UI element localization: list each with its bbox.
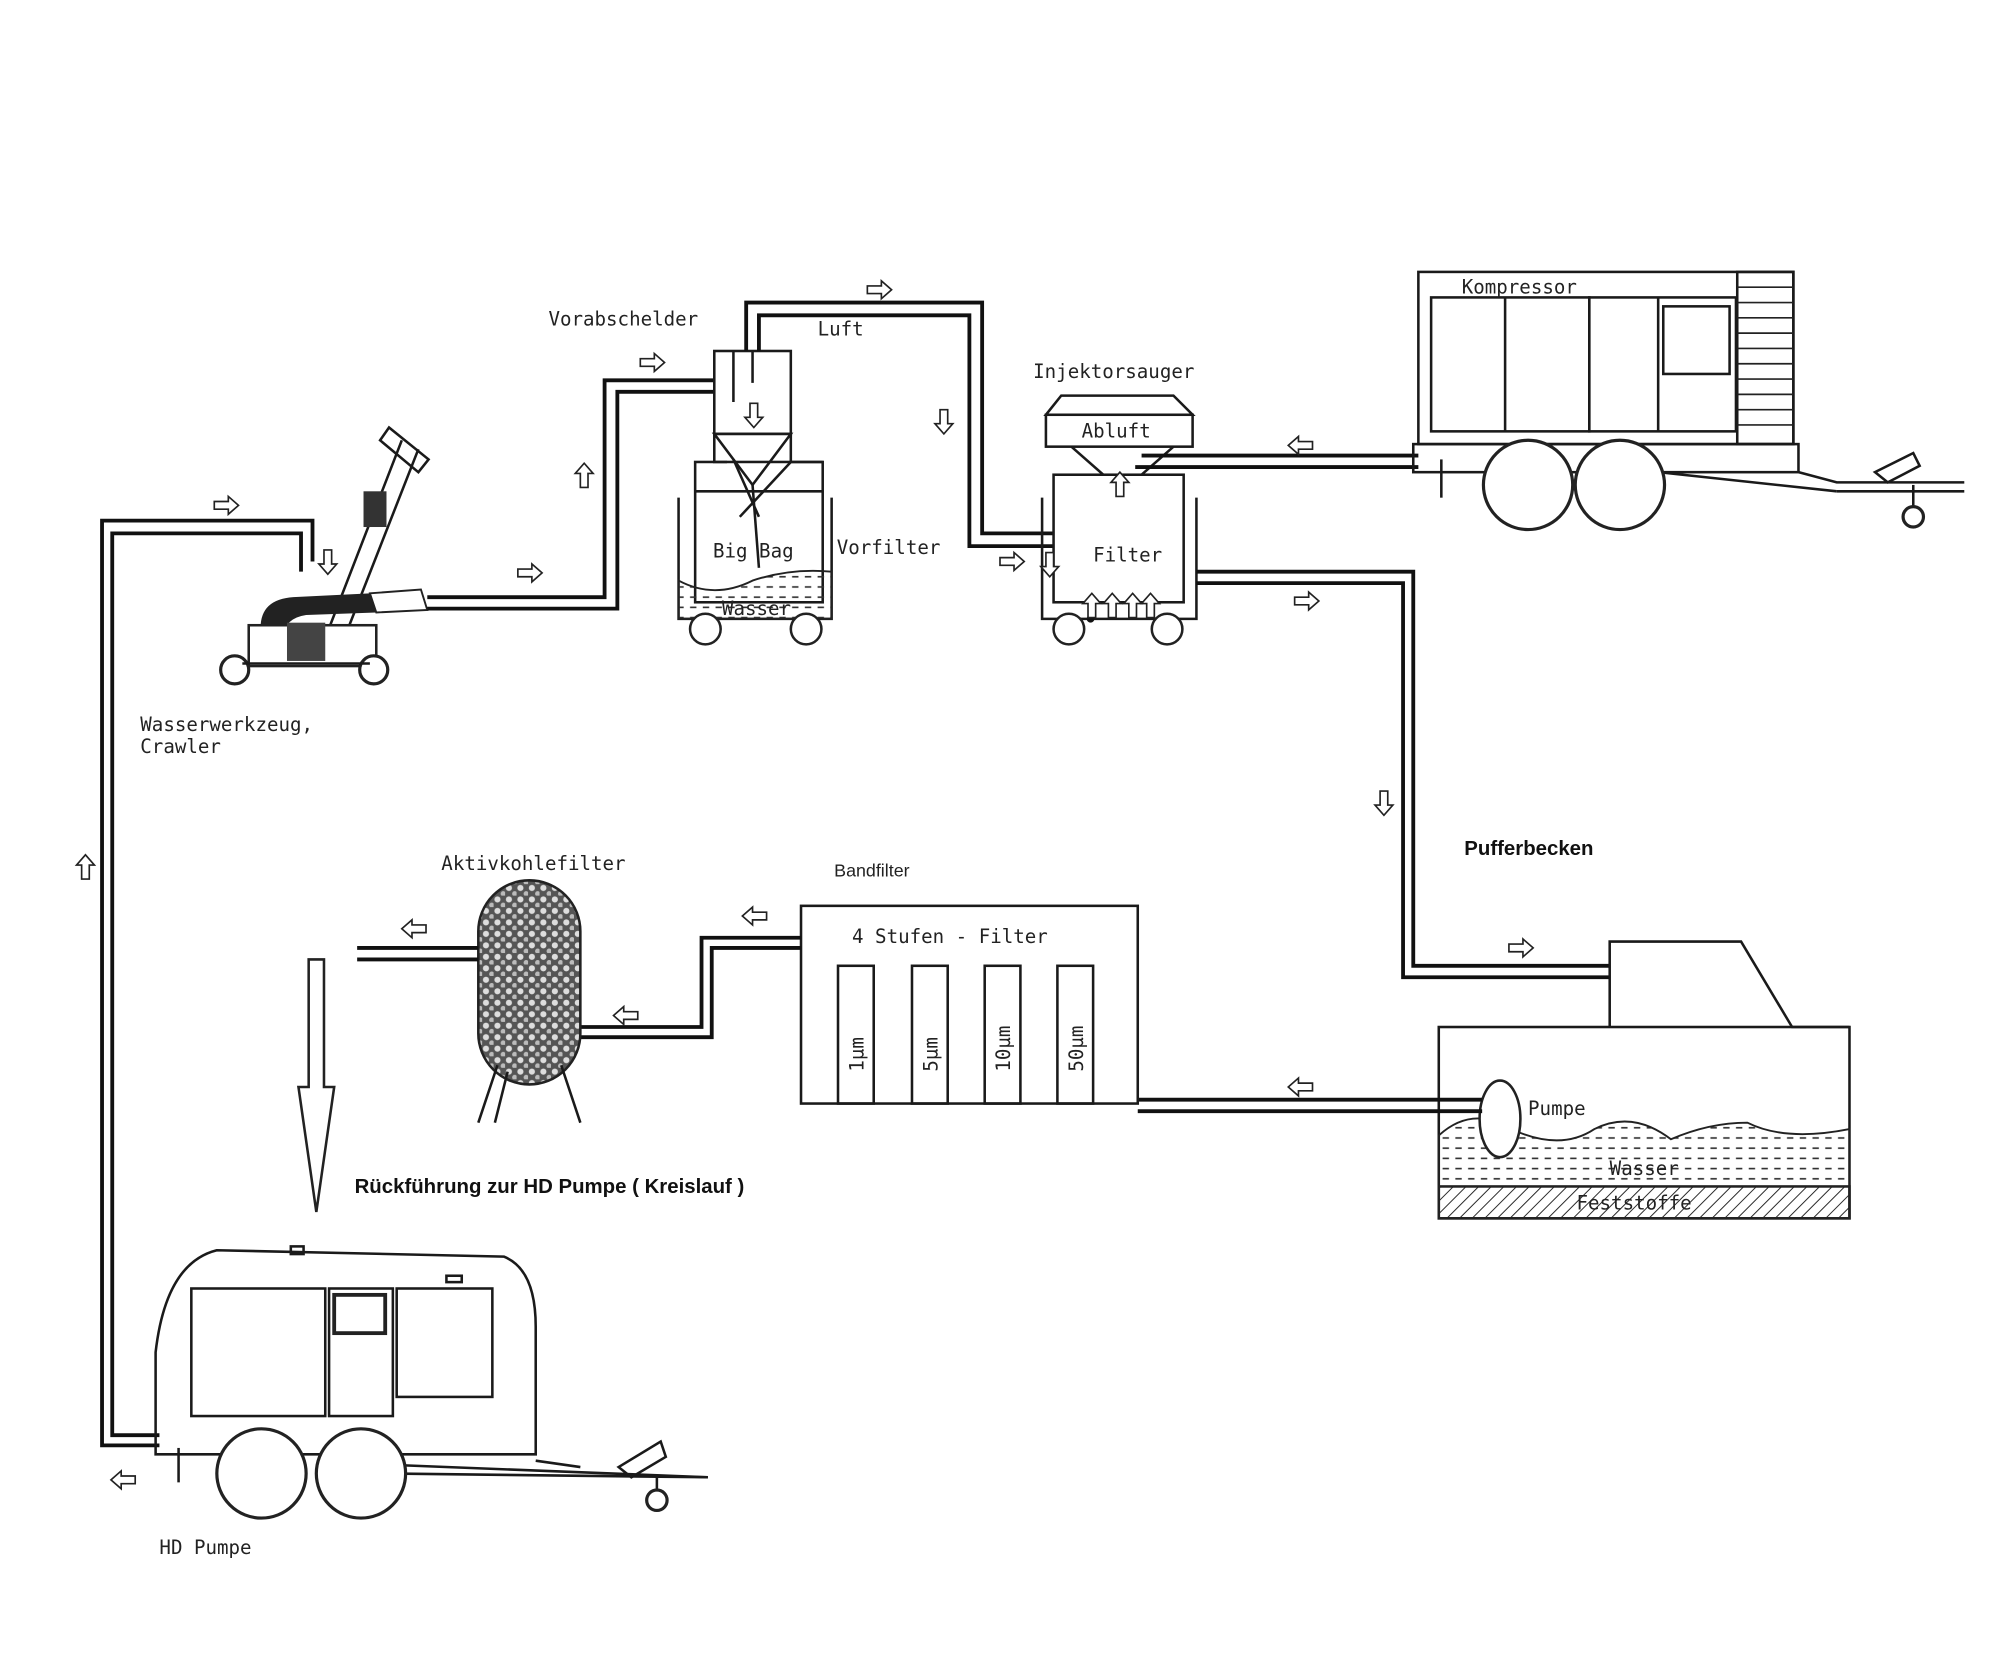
label-bandfilter: Bandfilter [834, 861, 909, 881]
pipe-air [744, 300, 1054, 549]
arrow-up-icon [1082, 592, 1102, 619]
label-filter: Filter [1093, 543, 1162, 566]
vorabscheider [677, 349, 833, 646]
arrow-up-icon [1102, 592, 1123, 619]
pump-icon [1478, 1079, 1522, 1159]
arrow-up-icon [75, 853, 96, 880]
pipe-filter-to-buffer [1196, 569, 1610, 980]
label-stufen-filter: 4 Stufen - Filter [852, 925, 1048, 948]
label-vorfilter: Vorfilter [837, 536, 941, 559]
arrow-down-icon [934, 408, 954, 435]
label-injektorsauger: Injektorsauger [1033, 360, 1194, 383]
activated-carbon-filter [477, 879, 582, 1124]
label-micron-5: 5µm [920, 1037, 943, 1072]
arrow-down-icon [318, 549, 338, 576]
pipe-pump-to-filter [1137, 1097, 1483, 1114]
label-kompressor: Kompressor [1462, 276, 1577, 299]
kompressor-trailer [1411, 270, 1965, 532]
arrow-left-icon [110, 1470, 137, 1490]
pipe-crawler-to-separator [427, 378, 715, 611]
label-luft: Luft [818, 318, 864, 341]
label-micron-50: 50µm [1065, 1026, 1088, 1072]
label-pufferbecken: Pufferbecken [1464, 838, 1593, 860]
label-hd-pumpe: HD Pumpe [159, 1536, 251, 1559]
hd-pump-trailer [154, 1245, 708, 1520]
arrow-down-icon [1039, 551, 1060, 578]
arrow-left-icon [1287, 435, 1314, 456]
label-wasser-bag: Wasser [722, 597, 791, 620]
label-crawler-2: Crawler [140, 735, 221, 758]
arrow-down-icon [744, 402, 764, 429]
label-aktivkohlefilter: Aktivkohlefilter [441, 852, 625, 875]
pufferbecken [1437, 940, 1851, 1220]
label-micron-1: 1µm [846, 1037, 869, 1072]
arrow-right-icon [213, 495, 240, 516]
pipe-compressor [1135, 453, 1419, 469]
pipe-filter-to-carbon [580, 935, 802, 1040]
arrow-up-icon [1140, 592, 1161, 619]
arrow-down-icon [1374, 790, 1394, 817]
label-micron-10: 10µm [992, 1026, 1015, 1072]
arrow-left-icon [741, 906, 768, 926]
label-vorabscheider: Vorabschelder [548, 307, 698, 330]
label-wasser-becken: Wasser [1610, 1157, 1679, 1180]
arrow-up-icon [1122, 592, 1143, 619]
arrow-up-icon [574, 462, 594, 489]
arrow-left-icon [1287, 1077, 1314, 1097]
label-abluft: Abluft [1082, 420, 1151, 443]
arrow-right-icon [866, 280, 893, 300]
label-rueckfuehrung: Rückführung zur HD Pumpe ( Kreislauf ) [355, 1176, 745, 1198]
arrow-right-icon [639, 352, 666, 373]
arrow-right-icon [999, 551, 1026, 572]
crawler-water-tool [219, 425, 431, 686]
pipe-carbon-outlet [357, 946, 479, 962]
four-stage-filter [799, 904, 1140, 1105]
arrow-left-icon [400, 919, 427, 939]
arrow-right-icon [517, 563, 543, 583]
return-arrow-icon [296, 958, 336, 1213]
label-big-bag: Big Bag [713, 540, 794, 563]
pipe-hd-to-crawler [100, 518, 315, 1448]
label-pumpe: Pumpe [1528, 1097, 1586, 1120]
label-crawler-1: Wasserwerkzeug, [140, 713, 313, 736]
label-feststoffe: Feststoffe [1577, 1191, 1692, 1214]
arrow-right-icon [1293, 591, 1320, 611]
arrow-right-icon [1508, 938, 1534, 958]
arrow-left-icon [612, 1005, 639, 1026]
